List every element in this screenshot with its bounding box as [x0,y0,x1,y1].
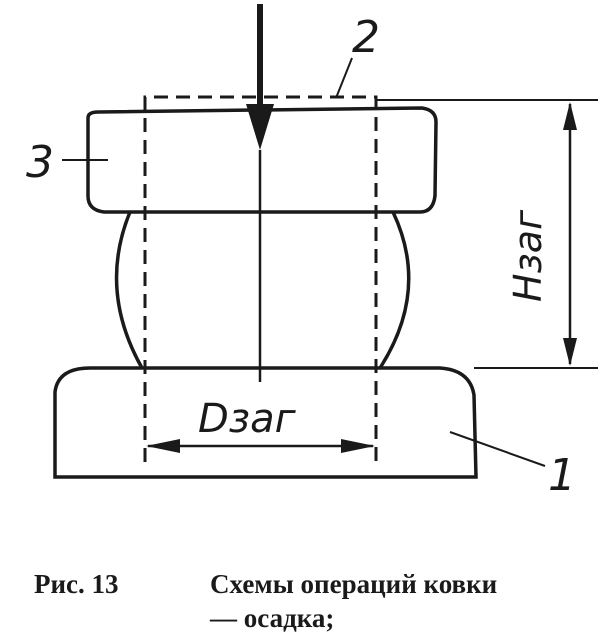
label-billet-3: 3 [26,137,54,188]
label-punch-2: 2 [352,12,380,63]
figure-number: Рис. 13 [34,569,119,599]
billet-barrel-left [114,211,144,369]
label-anvil-1: 1 [548,450,576,501]
caption-title-line1: Схемы операций ковки [210,569,498,599]
billet-barrel-right [378,211,411,369]
height-arrow-top [563,102,577,130]
upsetting-diagram: 2 3 1 Hзаг Dзаг [26,4,598,501]
initial-billet-outline [143,95,378,462]
leader-1 [449,431,546,467]
diameter-label: Dзаг [198,396,297,442]
force-arrow-head [246,104,274,150]
upper-die [86,106,438,214]
lower-anvil [53,366,478,479]
leader-2 [335,57,353,99]
height-arrow-bottom [563,338,577,366]
diameter-arrow-right [341,439,375,453]
height-label: Hзаг [506,209,550,302]
diameter-arrow-left [146,439,180,453]
caption-title-line2: — осадка; [210,603,335,633]
